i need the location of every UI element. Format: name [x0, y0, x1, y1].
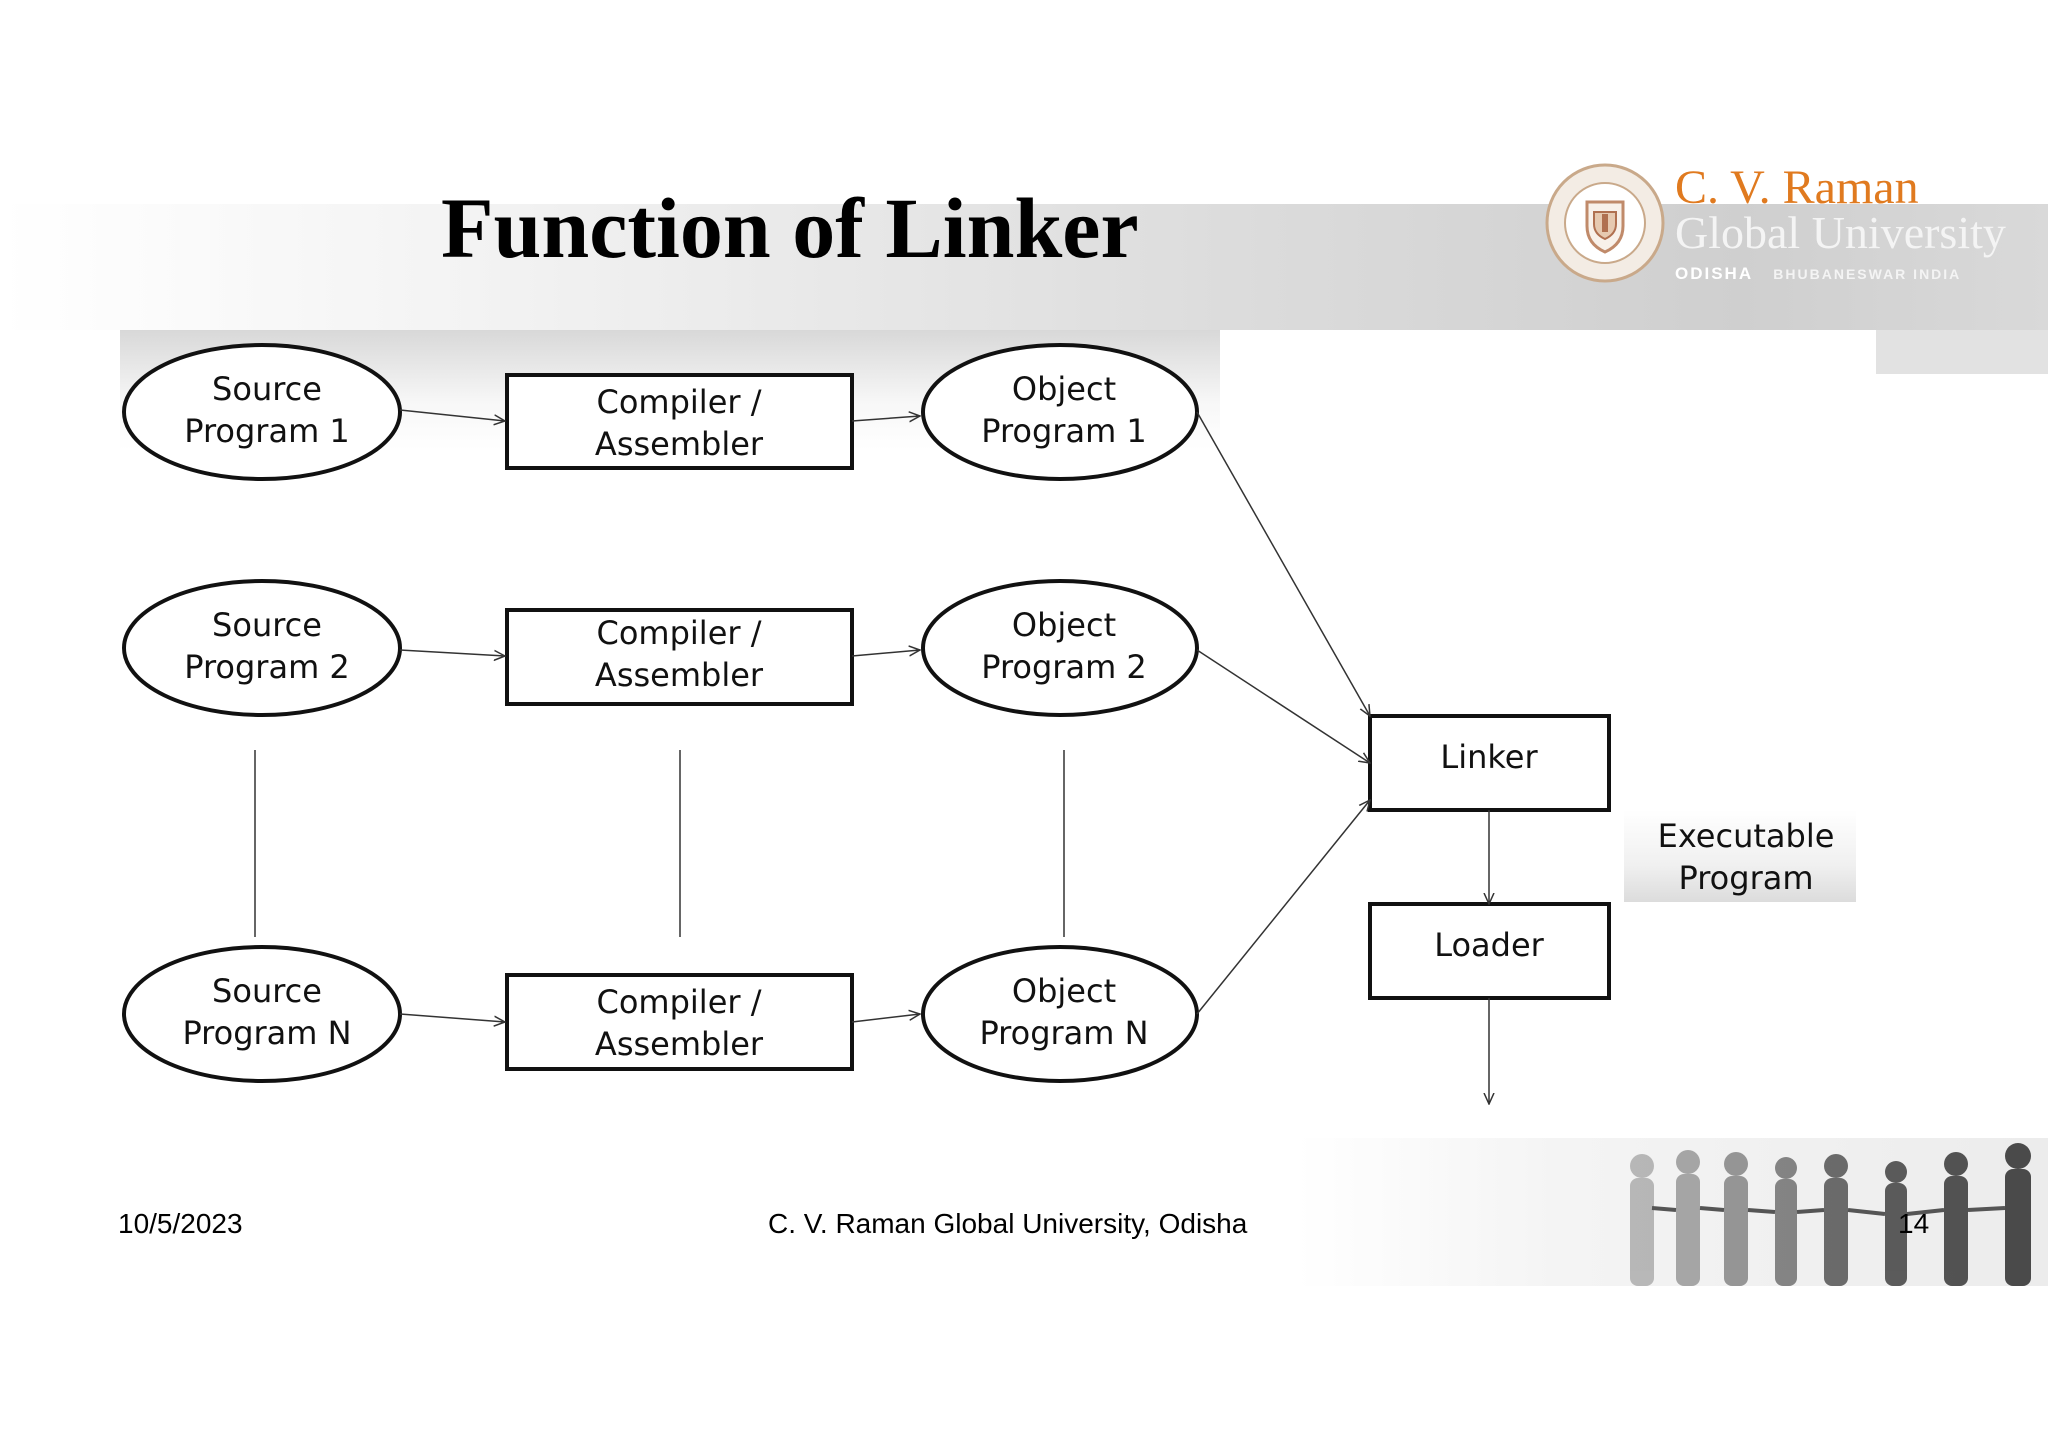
- logo-location: BHUBANESWAR INDIA: [1773, 266, 1962, 282]
- compiler-assembler-2-node: [505, 608, 854, 706]
- executable-label-background: [1624, 810, 1856, 902]
- object-program-2-label-line-2: Program 2: [981, 648, 1147, 686]
- arrow-compiler-1-to-object-1: [851, 416, 920, 421]
- row-1: Source Program 1 Compiler / Assembler Ob…: [122, 343, 1199, 481]
- people-holding-hands-image: [1296, 1138, 2048, 1286]
- compiler-1-label-line-1: Compiler /: [597, 383, 762, 421]
- arrow-object-1-to-linker: [1196, 411, 1370, 716]
- source-program-1-label-line-2: Program 1: [184, 412, 350, 450]
- object-program-2-label-line-1: Object: [1012, 606, 1116, 644]
- arrow-compiler-n-to-object-n: [851, 1014, 920, 1023]
- object-program-n-label-line-2: Program N: [979, 1014, 1148, 1052]
- linker-node: [1368, 714, 1611, 812]
- footer-date: 10/5/2023: [118, 1208, 243, 1239]
- decorative-strip: [1876, 330, 2048, 374]
- source-program-2-node: [122, 579, 402, 717]
- compiler-assembler-n-node: [505, 973, 854, 1071]
- arrow-object-2-to-linker: [1196, 649, 1370, 763]
- source-program-2-label-line-1: Source: [212, 606, 322, 644]
- compiler-1-label-line-2: Assembler: [595, 425, 764, 463]
- university-seal-icon: [1545, 163, 1665, 283]
- row-n: Source Program N Compiler / Assembler Ob…: [122, 945, 1199, 1083]
- logo-state: ODISHA: [1675, 264, 1754, 283]
- logo-line-3: ODISHA BHUBANESWAR INDIA: [1675, 264, 1961, 284]
- footer-university: C. V. Raman Global University, Odisha: [768, 1208, 1248, 1239]
- source-program-n-label-line-1: Source: [212, 972, 322, 1010]
- compiler-n-label-line-2: Assembler: [595, 1025, 764, 1063]
- arrow-source-2-to-compiler-2: [399, 649, 505, 656]
- linker-label: Linker: [1440, 738, 1538, 776]
- compiler-2-label-line-1: Compiler /: [597, 614, 762, 652]
- executable-program-label-line-2: Program: [1678, 859, 1813, 897]
- footer-page-number: 14: [1898, 1208, 1930, 1239]
- executable-program-label-line-1: Executable: [1658, 817, 1835, 855]
- logo-line-2: Global University: [1675, 207, 2006, 258]
- source-program-n-label-line-2: Program N: [182, 1014, 351, 1052]
- arrow-object-n-to-linker: [1196, 800, 1370, 1015]
- row-2: Source Program 2 Compiler / Assembler Ob…: [122, 579, 1199, 717]
- compiler-2-label-line-2: Assembler: [595, 656, 764, 694]
- source-program-2-label-line-2: Program 2: [184, 648, 350, 686]
- object-program-1-label-line-2: Program 1: [981, 412, 1147, 450]
- source-program-1-node: [122, 343, 402, 481]
- compiler-assembler-1-node: [505, 373, 854, 470]
- arrow-source-n-to-compiler-n: [399, 1013, 505, 1022]
- loader-label: Loader: [1434, 926, 1544, 964]
- object-program-n-label-line-1: Object: [1012, 972, 1116, 1010]
- source-program-1-label-line-1: Source: [212, 370, 322, 408]
- compiler-n-label-line-1: Compiler /: [597, 983, 762, 1021]
- university-logo: C. V. Raman Global University ODISHA BHU…: [1540, 160, 2040, 290]
- arrow-source-1-to-compiler-1: [399, 409, 505, 421]
- logo-line-1: C. V. Raman: [1675, 161, 1919, 214]
- loader-node: [1368, 902, 1611, 1000]
- object-program-2-node: [921, 579, 1199, 717]
- object-program-1-label-line-1: Object: [1012, 370, 1116, 408]
- header-band: [0, 204, 2048, 330]
- slide-title: Function of Linker: [441, 180, 1139, 276]
- arrow-compiler-2-to-object-2: [851, 650, 920, 657]
